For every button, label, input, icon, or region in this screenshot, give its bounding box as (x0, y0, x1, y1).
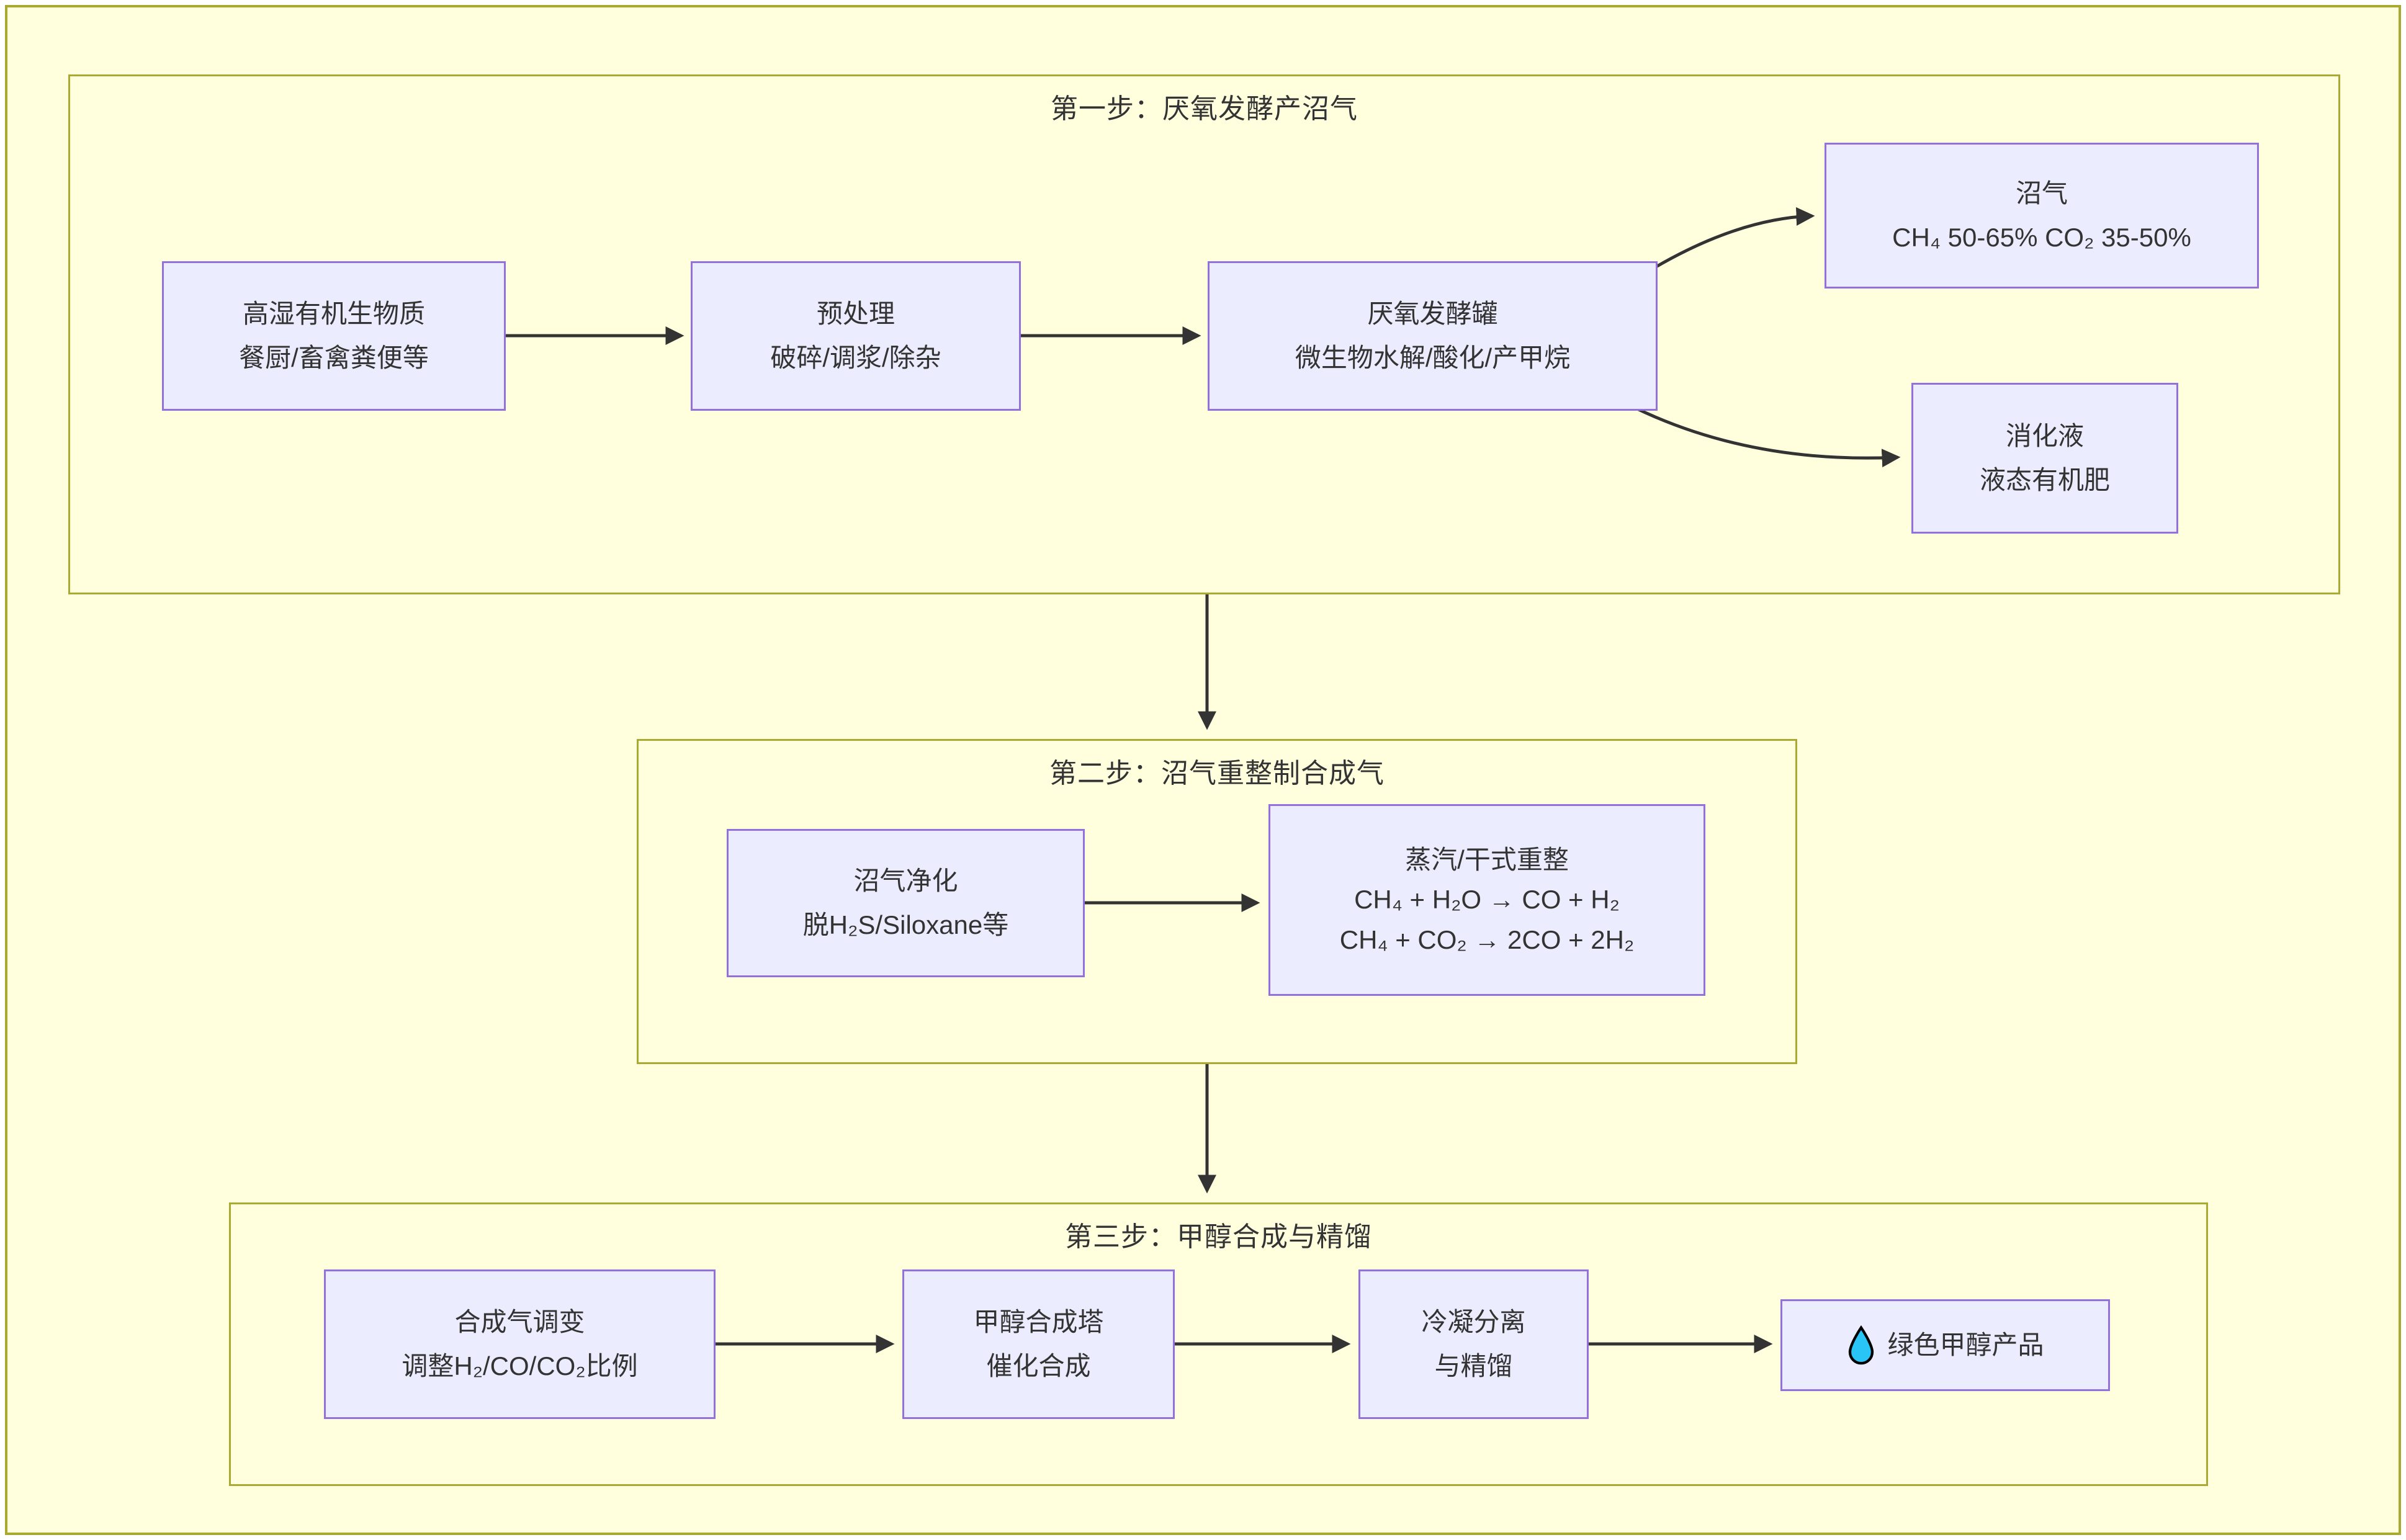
node-reforming: 蒸汽/干式重整 CH₄ + H₂O → CO + H₂ CH₄ + CO₂ → … (1268, 804, 1705, 996)
node-methanol-synthesis-tower-title: 甲醇合成塔 (973, 1307, 1104, 1337)
section-2-title: 第二步：沼气重整制合成气 (1049, 758, 1385, 789)
node-reforming-equation-1: CH₄ + H₂O → CO + H₂ (1354, 885, 1620, 915)
node-biogas-purification: 沼气净化 脱H₂S/Siloxane等 (727, 829, 1085, 977)
node-green-methanol-product-label: 绿色甲醇产品 (1887, 1330, 2044, 1359)
node-pretreatment-subtitle: 破碎/调浆/除杂 (770, 342, 941, 372)
droplet-icon (1846, 1325, 1876, 1366)
node-methanol-synthesis-tower-subtitle: 催化合成 (986, 1351, 1091, 1381)
node-syngas-conditioning-subtitle: 调整H₂/CO/CO₂比例 (402, 1351, 638, 1381)
node-digestate: 消化液 液态有机肥 (1911, 383, 2178, 534)
node-biogas: 沼气 CH₄ 50-65% CO₂ 35-50% (1825, 143, 2259, 289)
node-biogas-title: 沼气 (2015, 179, 2068, 208)
node-pretreatment: 预处理 破碎/调浆/除杂 (691, 261, 1021, 411)
node-anaerobic-digester-title: 厌氧发酵罐 (1367, 299, 1498, 329)
node-pretreatment-title: 预处理 (816, 299, 895, 329)
section-3-title: 第三步：甲醇合成与精馏 (1065, 1222, 1372, 1252)
node-digestate-title: 消化液 (2005, 421, 2084, 451)
section-1-title: 第一步：厌氧发酵产沼气 (1051, 94, 1358, 124)
node-biogas-purification-subtitle: 脱H₂S/Siloxane等 (802, 910, 1009, 939)
node-digestate-subtitle: 液态有机肥 (1979, 465, 2110, 495)
node-syngas-conditioning-title: 合成气调变 (454, 1307, 585, 1337)
node-condensation-distillation: 冷凝分离 与精馏 (1358, 1269, 1589, 1419)
node-condensation-distillation-subtitle: 与精馏 (1434, 1351, 1513, 1381)
node-anaerobic-digester-subtitle: 微生物水解/酸化/产甲烷 (1295, 342, 1571, 372)
node-green-methanol-product: 绿色甲醇产品 (1780, 1299, 2110, 1391)
node-anaerobic-digester: 厌氧发酵罐 微生物水解/酸化/产甲烷 (1208, 261, 1658, 411)
node-biogas-composition: CH₄ 50-65% CO₂ 35-50% (1892, 222, 2191, 252)
node-biomass-subtitle: 餐厨/畜禽粪便等 (239, 342, 429, 372)
node-condensation-distillation-title: 冷凝分离 (1421, 1307, 1526, 1337)
node-reforming-equation-2: CH₄ + CO₂ → 2CO + 2H₂ (1339, 924, 1635, 954)
node-biomass-title: 高湿有机生物质 (242, 299, 425, 329)
node-syngas-conditioning: 合成气调变 调整H₂/CO/CO₂比例 (324, 1269, 716, 1419)
node-biogas-purification-title: 沼气净化 (853, 866, 958, 896)
node-methanol-synthesis-tower: 甲醇合成塔 催化合成 (902, 1269, 1175, 1419)
node-reforming-title: 蒸汽/干式重整 (1405, 845, 1569, 875)
node-biomass: 高湿有机生物质 餐厨/畜禽粪便等 (162, 261, 506, 411)
